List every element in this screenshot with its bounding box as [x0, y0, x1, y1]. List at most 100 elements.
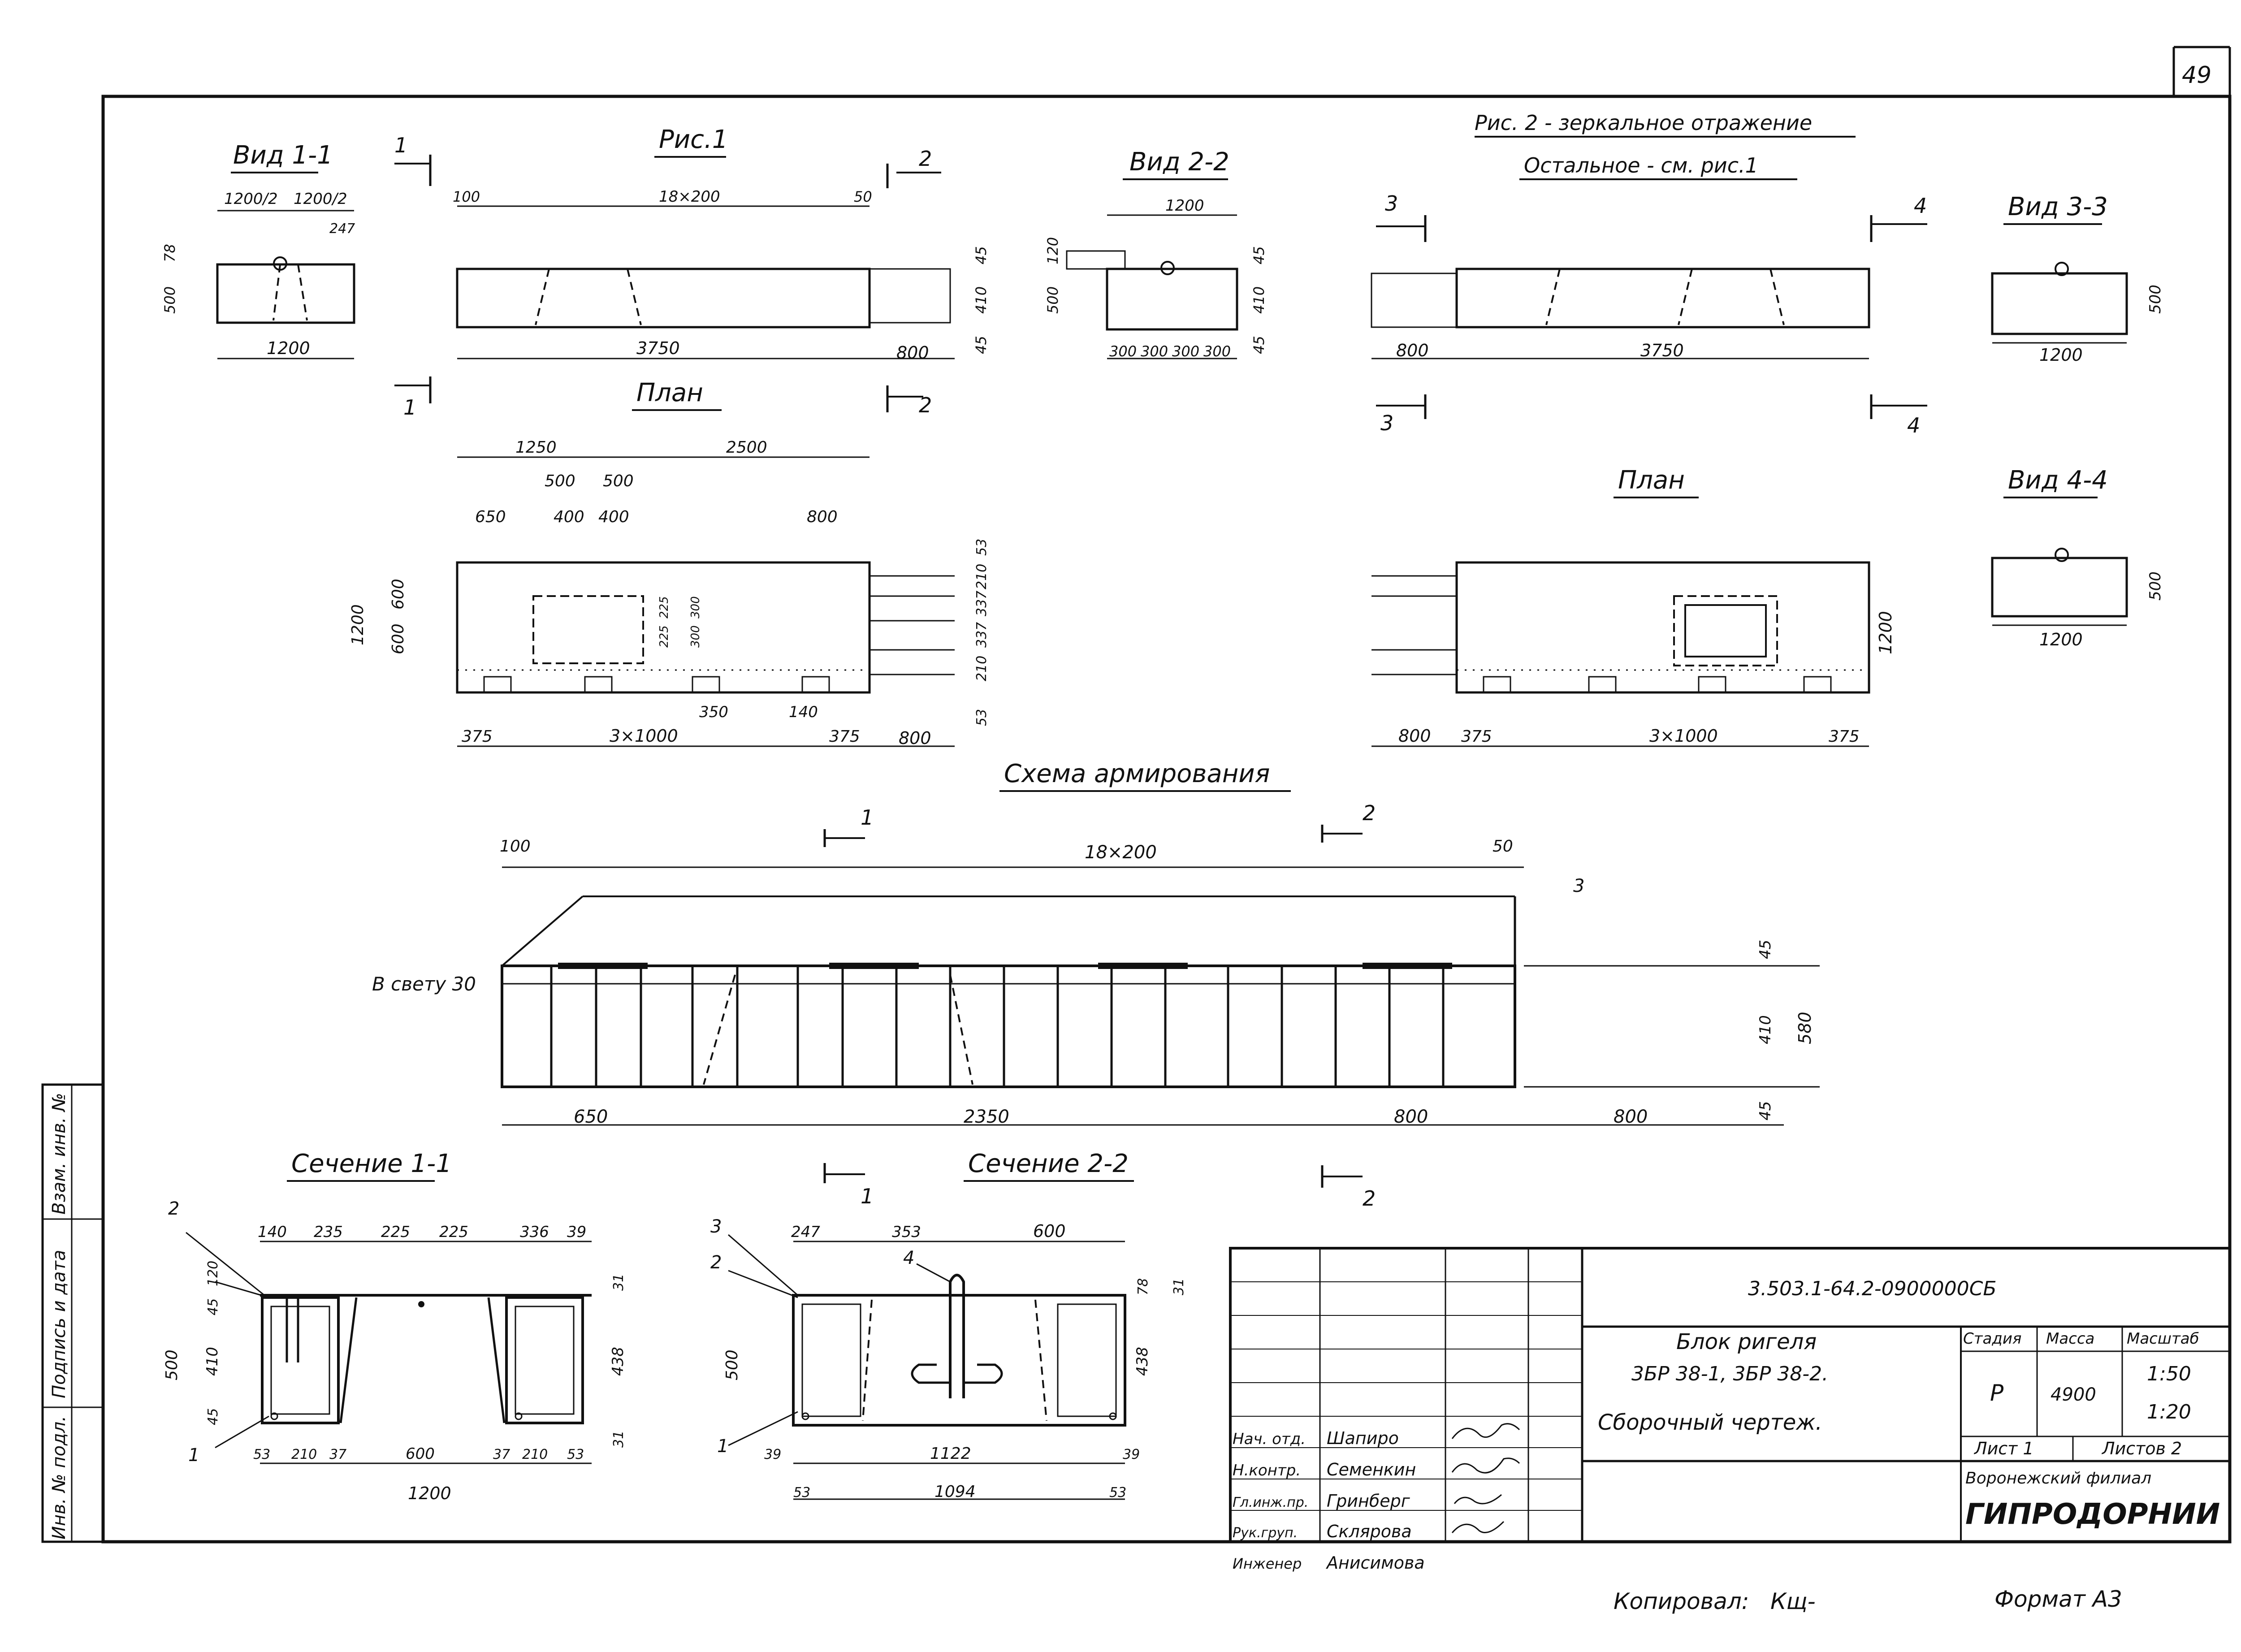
dim-text: 45 — [973, 336, 990, 354]
dim-text: 800 — [899, 728, 931, 748]
dim-text: 39 — [1123, 1447, 1140, 1462]
figure-2: Рис. 2 - зеркальное отражение Остальное … — [1371, 111, 1927, 437]
plan-2: План 800 375 3×1000 375 1200 — [1371, 466, 1895, 747]
staff-name: Анисимова — [1325, 1553, 1425, 1573]
dim-text: 375 — [462, 727, 493, 746]
dim-text: 3750 — [636, 338, 680, 358]
reinforcement-scheme: Схема армирования — [372, 759, 1820, 1211]
dim-text: 500 — [2146, 571, 2164, 601]
dim-text: 235 — [314, 1223, 343, 1241]
staff-name: Шапиро — [1327, 1428, 1399, 1448]
dim-text: 650 — [475, 508, 506, 526]
dim-text: 247 — [329, 221, 355, 237]
dim-text: 3750 — [1640, 341, 1684, 360]
dim-text: 100 — [500, 837, 531, 856]
dim-text: 650 — [574, 1107, 608, 1127]
dim-text: 1200 — [1165, 197, 1204, 215]
dim-text: 500 — [163, 1349, 181, 1380]
sheet-frame: 49 — [101, 46, 2232, 1544]
dim-text: 31 — [611, 1431, 627, 1448]
dim-text: 225 — [381, 1223, 410, 1241]
plan-1: План 1250 2500 500 500 650 400 400 800 1… — [349, 378, 990, 748]
dim-text: 210 — [974, 656, 990, 681]
position-mark: 1 — [717, 1436, 728, 1457]
stamp-repl-inv: Взам. инв. № — [49, 1093, 69, 1215]
dim-text: 336 — [520, 1223, 549, 1241]
position-mark: 4 — [903, 1248, 914, 1268]
staff-role: Нач. отд. — [1233, 1430, 1306, 1448]
dim-text: 45 — [1756, 940, 1774, 959]
dim-text: 1250 — [515, 438, 557, 457]
fig-2-subtitle: Остальное - см. рис.1 — [1524, 153, 1758, 177]
figure-1: Рис.1 100 18×200 50 45 410 45 3750 800 1… — [394, 125, 990, 419]
section-mark: 4 — [1914, 194, 1927, 218]
dim-text: 53 — [253, 1447, 270, 1462]
position-mark: 3 — [1573, 876, 1584, 896]
dim-text: 410 — [973, 286, 990, 314]
dim-text: 410 — [203, 1347, 221, 1376]
dim-text: 300 — [1109, 343, 1137, 360]
stage-header: Стадия — [1963, 1330, 2021, 1348]
dim-text: 375 — [829, 727, 860, 746]
dim-text: 410 — [1756, 1015, 1774, 1044]
dim-text: 78 — [1135, 1278, 1151, 1295]
copied-signature: Кщ- — [1770, 1588, 1816, 1614]
staff-name: Семенкин — [1327, 1460, 1416, 1479]
fig-2-title: Рис. 2 - зеркальное отражение — [1475, 111, 1812, 135]
section-1-1: Сечение 1-1 140 235 225 225 336 39 120 4… — [163, 1149, 627, 1503]
dim-text: 45 — [1250, 336, 1268, 354]
dim-text: 53 — [1109, 1485, 1126, 1501]
dim-text: 500 — [545, 472, 575, 490]
plan-2-title: План — [1618, 466, 1685, 495]
dim-text: 500 — [723, 1349, 741, 1380]
dim-text: 300 — [689, 596, 702, 618]
dim-text: 39 — [764, 1447, 781, 1462]
dim-text: 410 — [1250, 286, 1268, 314]
staff-name: Гринберг — [1327, 1491, 1410, 1511]
dim-text: 37 — [493, 1447, 510, 1462]
view-3-3-title: Вид 3-3 — [2008, 192, 2108, 221]
section-mark: 4 — [1907, 413, 1920, 437]
mass-header: Масса — [2046, 1330, 2094, 1348]
view-1-1: Вид 1-1 1200/2 1200/2 247 78 500 1200 — [161, 141, 355, 359]
dim-text: 500 — [603, 472, 634, 490]
position-mark: 2 — [168, 1198, 179, 1219]
section-mark: 2 — [919, 393, 932, 417]
position-mark: 3 — [710, 1216, 722, 1237]
position-mark: 1 — [188, 1445, 199, 1466]
signature-scribbles — [1451, 1423, 1520, 1533]
scale-header: Масштаб — [2127, 1330, 2199, 1348]
dim-text: 300 — [1172, 343, 1199, 360]
dim-text: 53 — [974, 709, 990, 726]
dim-text: 1200/2 — [224, 190, 278, 208]
product-codes: 3БР 38-1, 3БР 38-2. — [1631, 1362, 1828, 1385]
dim-text: 353 — [892, 1223, 921, 1241]
view-2-2: Вид 2-2 1200 120 500 45 410 45 300 300 3… — [1044, 147, 1268, 360]
dim-text: 600 — [389, 579, 407, 610]
dim-text: 800 — [896, 343, 929, 363]
dim-text: 140 — [789, 703, 818, 721]
view-3-3: Вид 3-3 500 1200 — [1991, 192, 2164, 365]
dim-text: 31 — [1171, 1278, 1187, 1295]
dim-text: 3×1000 — [610, 726, 678, 746]
dim-text: 800 — [807, 508, 838, 526]
reinforcement-title: Схема армирования — [1004, 759, 1270, 788]
view-4-4: Вид 4-4 500 1200 — [1991, 466, 2164, 649]
section-2-2: Сечение 2-2 247 353 600 500 78 31 438 39… — [710, 1149, 1187, 1501]
document-type: Сборочный чертеж. — [1598, 1410, 1822, 1435]
section-mark: 2 — [1363, 801, 1376, 825]
sheet-number: 49 — [2182, 62, 2211, 89]
section-mark: 1 — [861, 1184, 874, 1208]
dim-text: 2350 — [964, 1107, 1009, 1127]
section-mark: 3 — [1380, 411, 1393, 435]
dim-text: 140 — [258, 1223, 287, 1241]
dim-text: 45 — [1250, 246, 1268, 264]
dim-text: 1200 — [2039, 630, 2083, 649]
dim-text: 300 — [689, 625, 702, 648]
dim-text: 225 — [439, 1223, 468, 1241]
sheets-total-label: Листов 2 — [2101, 1439, 2182, 1458]
dim-text: 400 — [598, 508, 629, 526]
product-name: Блок ригеля — [1676, 1329, 1817, 1354]
dim-text: 39 — [567, 1223, 586, 1241]
staff-role: Инженер — [1233, 1555, 1302, 1572]
